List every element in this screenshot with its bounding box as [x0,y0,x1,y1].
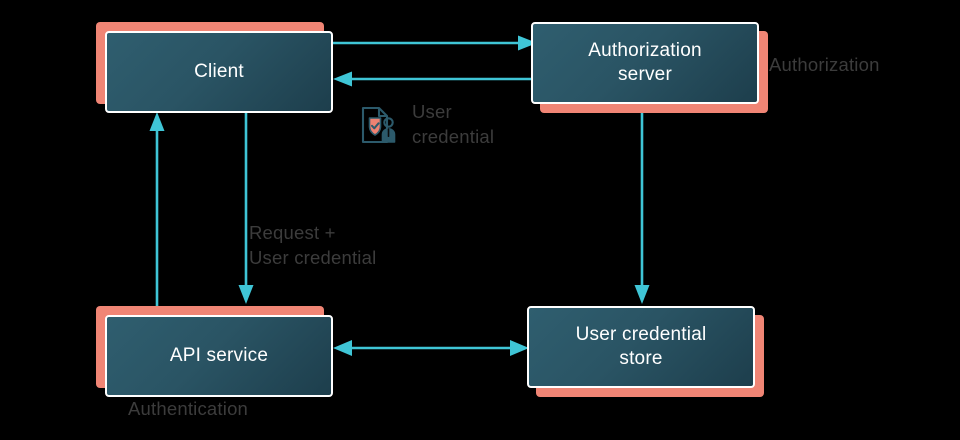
arrow-head-down [238,285,254,304]
node-face: Client [105,31,333,113]
edge-auth-server-to-credential-store [634,108,650,304]
edge-client-to-api-service [238,108,254,304]
user-credential-document-icon [357,104,399,151]
node-api-service[interactable]: API service [96,306,333,397]
node-face: User credential store [527,306,755,388]
user-credential-icon-svg [361,106,396,144]
arrow-head-right [518,35,537,51]
node-label-authorization-server: Authorization server [588,40,702,85]
check-icon [371,122,380,130]
arrow-head-left [333,340,352,356]
arrow-head-left [333,71,352,87]
arrow-head-right [510,340,529,356]
person-head [383,117,394,128]
edge-auth-server-to-client [333,71,540,87]
edge-client-to-auth-server [330,35,537,51]
document-fold [377,108,387,118]
annotation-authorization: Authorization [769,54,880,75]
node-label-api-service: API service [169,345,269,366]
node-label-client: Client [194,61,244,82]
annotation-user-credential: User credential [412,101,495,147]
annotation-authentication: Authentication [128,398,249,419]
node-label-user-credential-store: User credential store [575,324,707,369]
node-face: API service [105,315,333,397]
node-face: Authorization server [531,22,759,104]
edge-api-service-credential-store-bidirectional [333,340,529,356]
node-client[interactable]: Client [96,22,333,113]
arrow-head-up [149,112,165,131]
edge-api-service-to-client [149,112,165,306]
annotation-request-plus-user-credential: Request + User credential [249,222,377,268]
arrow-head-down [634,285,650,304]
node-authorization-server[interactable]: Authorization server [531,22,768,113]
node-user-credential-store[interactable]: User credential store [527,306,764,397]
